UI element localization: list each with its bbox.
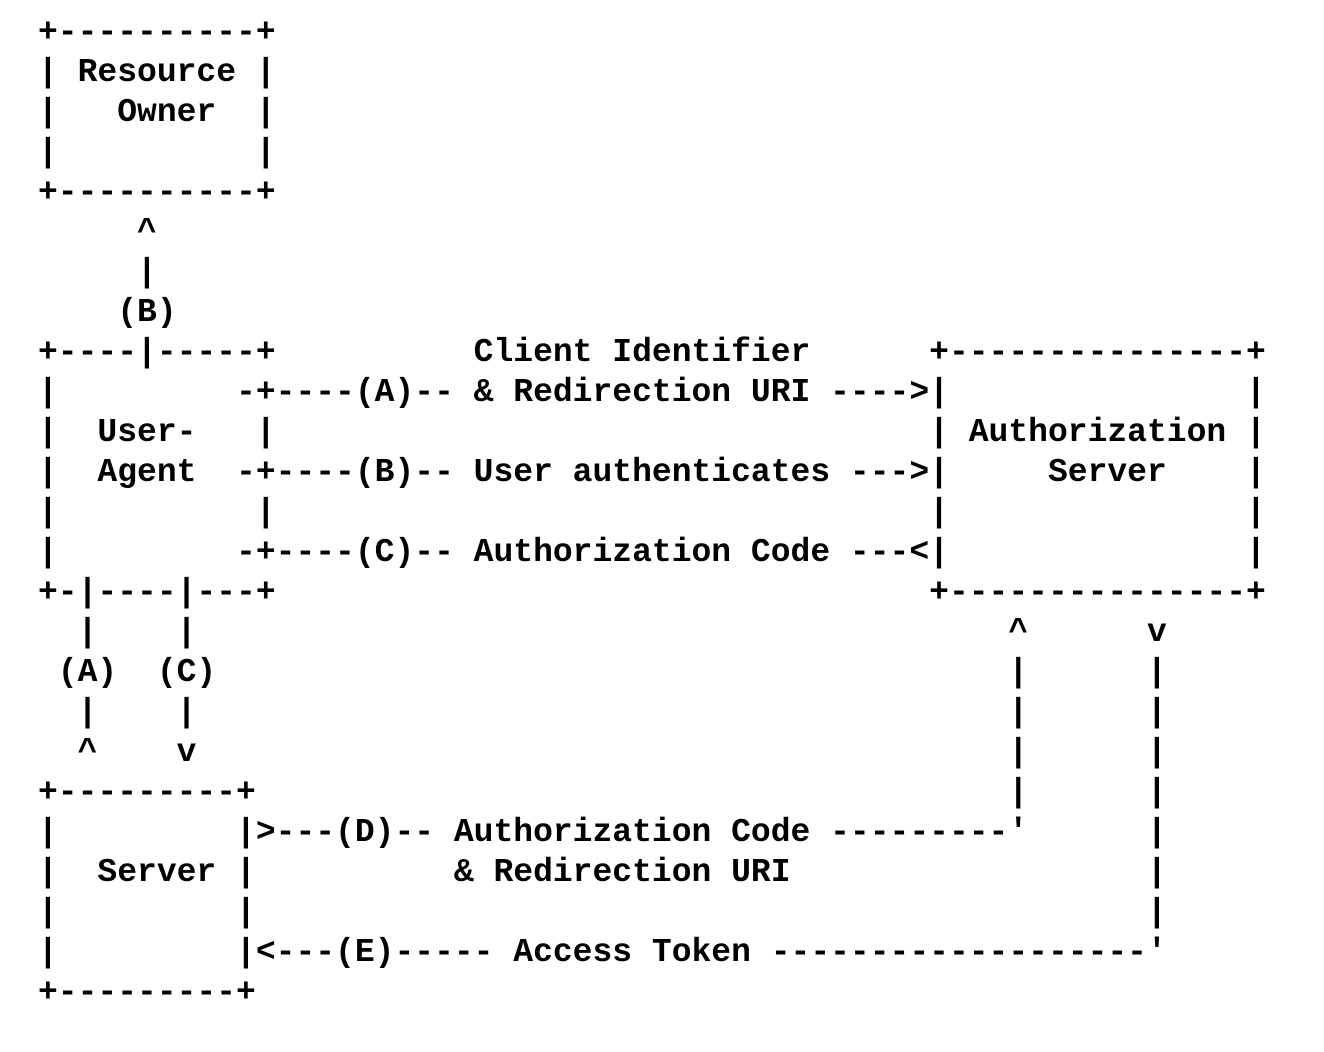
oauth-flow-ascii-diagram: +----------+ | Resource | | Owner | | | … [38,14,1266,1011]
